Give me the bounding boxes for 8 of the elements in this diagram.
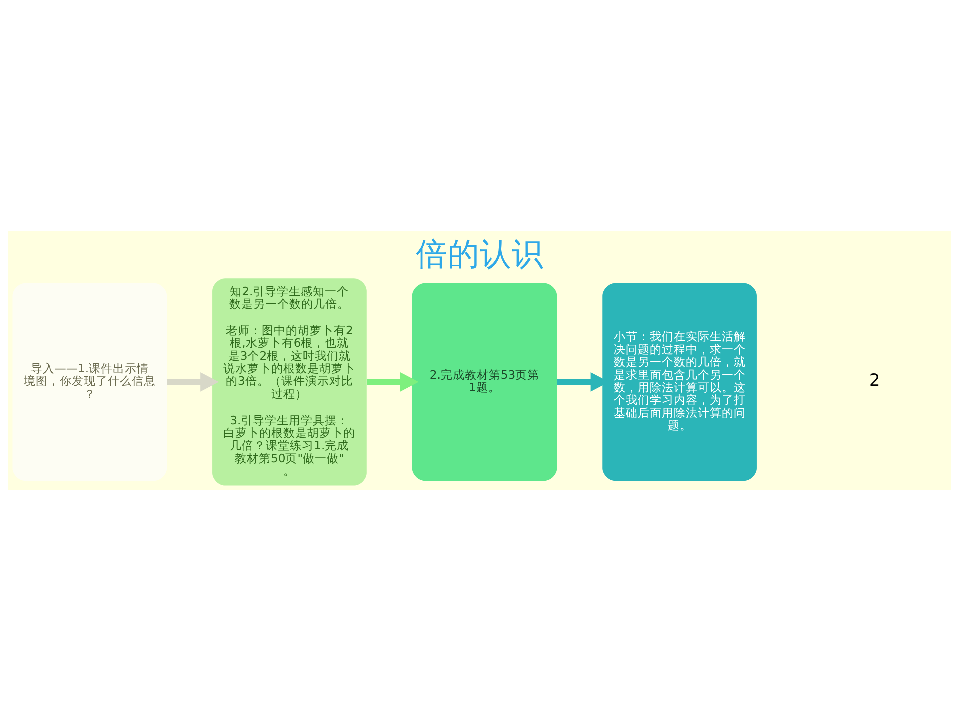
node-box: 小节：我们在实际生活解决问题的过程中，求一个数是另一个数的几倍，就是求里面包含几个另一个数，用除法计算可以。这个我们学习内容，为了打基础后面用除法计算的问题。 (602, 282, 757, 481)
node-box: 2.完成教材第53页第1题。 (412, 282, 558, 481)
label: 2 (869, 370, 880, 390)
diagram-title: 倍的认识 (416, 236, 544, 272)
arrow (167, 372, 220, 392)
arrow (367, 372, 419, 392)
node-box: 导入——1.课件出示情境图，你发现了什么信息？ (12, 282, 168, 481)
node-box: 知2.引导学生感知一个数是另一个数的几倍。 老师：图中的胡萝卜有2根,水萝卜有6根，也就是3个2根，这时我们就说水萝卜的根数是胡萝卜的3倍。（课件演示对比过程） 3.引导学生用学具摆：白萝卜的根数是胡萝卜的几倍？课堂练习1.完成教材第50页"做一做"。 (212, 278, 367, 486)
